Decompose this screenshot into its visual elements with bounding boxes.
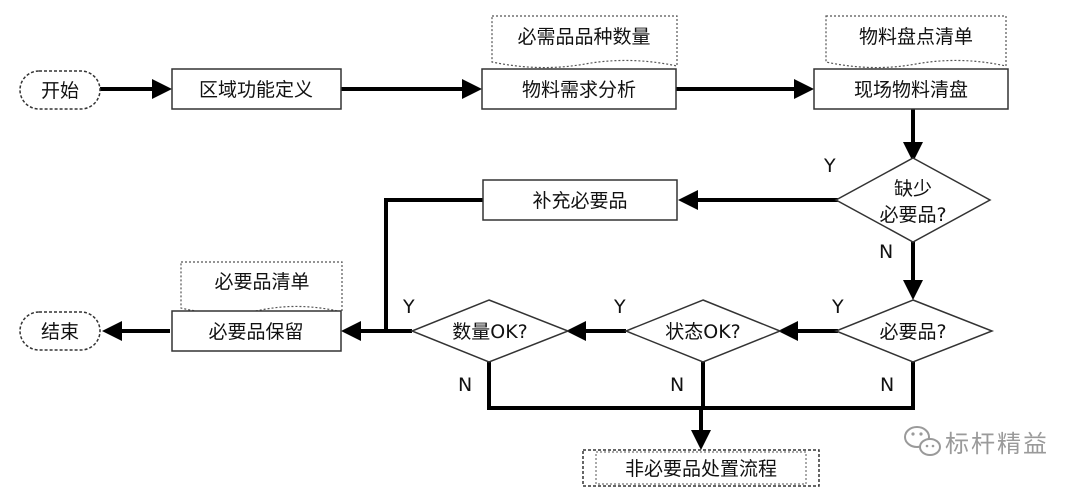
- label-necessary-yes: Y: [831, 296, 844, 318]
- watermark-text: 标杆精益: [945, 430, 1049, 458]
- process-replenish-label: 补充必要品: [532, 190, 627, 212]
- decision-is-necessary-label: 必要品?: [879, 321, 946, 343]
- document-necessary-list: 必要品清单: [180, 261, 343, 315]
- process-replenish: 补充必要品: [482, 179, 678, 221]
- edge-replenish-to-keep: [384, 198, 483, 331]
- label-lack-no: N: [879, 241, 893, 263]
- label-lack-yes: Y: [823, 155, 836, 177]
- process-define-area-label: 区域功能定义: [199, 79, 313, 101]
- decision-lack-necessary-label-line1: 缺少: [894, 178, 932, 200]
- label-status-yes: Y: [613, 296, 626, 318]
- process-unnecessary-label: 非必要品处置流程: [625, 458, 777, 480]
- decision-status-ok-label: 状态OK?: [665, 321, 741, 343]
- process-keep-necessary-label: 必要品保留: [208, 321, 303, 343]
- watermark: 标杆精益: [904, 426, 1049, 458]
- end-terminal-label: 结束: [41, 321, 79, 343]
- decision-lack-necessary-label-line2: 必要品?: [879, 204, 946, 226]
- label-necessary-no: N: [880, 374, 894, 396]
- document-inventory-list-label: 物料盘点清单: [859, 26, 973, 48]
- label-quantity-yes: Y: [402, 296, 415, 318]
- label-quantity-no: N: [458, 374, 472, 396]
- label-status-no: N: [670, 374, 684, 396]
- decision-quantity-ok: 数量OK?: [409, 299, 571, 363]
- process-site-inventory-label: 现场物料清盘: [854, 79, 968, 101]
- decision-status-ok: 状态OK?: [623, 299, 783, 363]
- start-terminal-label: 开始: [41, 80, 79, 102]
- process-unnecessary: 非必要品处置流程: [582, 449, 820, 487]
- process-keep-necessary: 必要品保留: [171, 310, 342, 352]
- document-required-items-label: 必需品品种数量: [517, 26, 650, 48]
- process-material-demand-label: 物料需求分析: [522, 79, 636, 101]
- end-terminal: 结束: [19, 311, 101, 351]
- process-site-inventory: 现场物料清盘: [813, 68, 1009, 110]
- document-necessary-list-label: 必要品清单: [214, 271, 309, 293]
- decision-lack-necessary: 缺少 必要品?: [834, 157, 992, 243]
- decision-is-necessary: 必要品?: [833, 299, 995, 363]
- document-inventory-list: 物料盘点清单: [825, 15, 1007, 69]
- decision-quantity-ok-label: 数量OK?: [452, 321, 528, 343]
- wechat-icon: [904, 426, 941, 456]
- process-define-area: 区域功能定义: [171, 68, 342, 110]
- start-terminal: 开始: [19, 70, 101, 110]
- process-material-demand: 物料需求分析: [481, 68, 677, 110]
- document-required-items: 必需品品种数量: [491, 15, 678, 69]
